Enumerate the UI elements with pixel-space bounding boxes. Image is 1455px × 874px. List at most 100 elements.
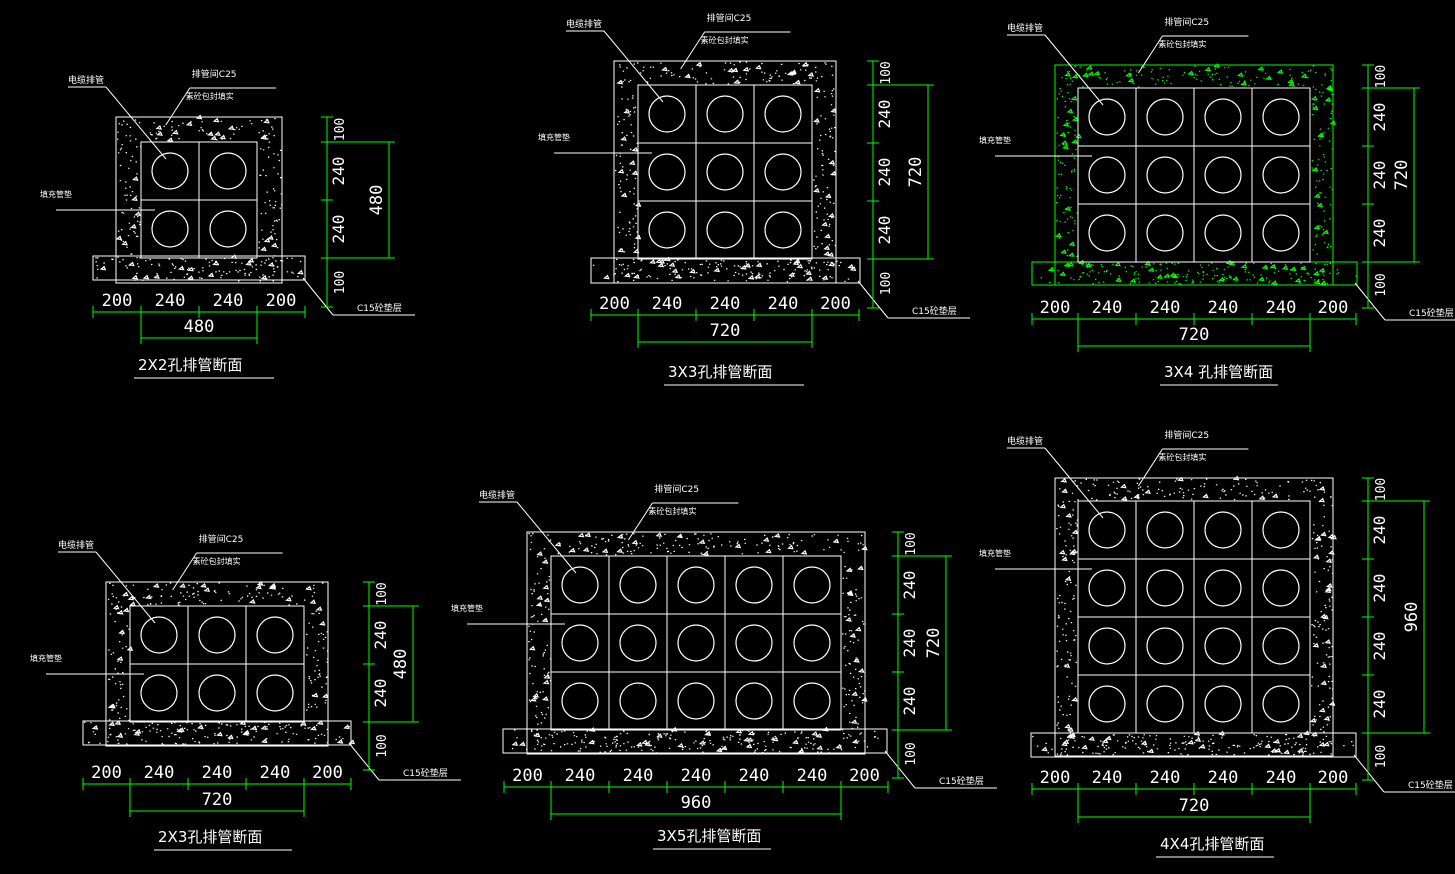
label-filler: 填充管垫 — [40, 189, 72, 199]
leader-envelope — [627, 502, 653, 541]
dim-label-bottom: 240 — [1208, 298, 1239, 318]
section-title: 2X3孔排管断面 — [158, 828, 262, 846]
pipe-hole — [677, 566, 715, 604]
pipe-hole — [1262, 98, 1300, 136]
dim-label-side: 100 — [333, 271, 348, 294]
dim-label-side: 100 — [375, 734, 390, 757]
base-slab — [92, 255, 306, 281]
pipe-hole — [1262, 685, 1300, 723]
label-base: C15砼垫层 — [1408, 779, 1453, 791]
pipe-hole — [1146, 569, 1184, 607]
pipe-hole — [648, 211, 686, 249]
dim-label-side: 240 — [1370, 574, 1389, 603]
pipe-hole — [198, 616, 236, 654]
label-envelope-note: 素砼包封填实 — [1158, 39, 1206, 49]
pipe-hole — [1204, 214, 1242, 252]
concrete-envelope — [105, 581, 329, 747]
dim-label-bottom: 240 — [1150, 768, 1181, 788]
envelope-hatch-bottom — [1057, 259, 1331, 285]
dim-label-total: 480 — [184, 317, 215, 337]
dim-label-side: 240 — [1370, 632, 1389, 661]
dim-label-side: 240 — [900, 571, 919, 600]
pipe-hole — [256, 616, 294, 654]
dim-label-side-total: 720 — [924, 628, 944, 659]
pipe-hole — [561, 624, 599, 662]
label-base: C15砼垫层 — [939, 775, 984, 787]
leader-base — [302, 277, 334, 316]
dim-label-side: 240 — [1370, 161, 1389, 190]
base-hatch — [1032, 730, 1354, 757]
dim-label-side: 240 — [1370, 219, 1389, 248]
dim-label-bottom: 240 — [213, 291, 244, 311]
concrete-envelope — [1054, 477, 1334, 757]
dim-label-side-total: 960 — [1402, 602, 1422, 633]
leader-base — [1353, 754, 1385, 793]
pipe-hole — [1146, 511, 1184, 549]
section-title: 4X4孔排管断面 — [1160, 835, 1264, 853]
pipe-hole — [1262, 214, 1300, 252]
envelope-hatch-top — [1061, 63, 1333, 88]
section-title: 3X5孔排管断面 — [657, 827, 761, 845]
pipe-grid — [637, 84, 813, 260]
pipe-hole — [1088, 98, 1126, 136]
label-envelope-concrete: 排管间C25 — [707, 12, 752, 24]
pipe-hole — [793, 682, 831, 720]
pipe-hole — [764, 211, 802, 249]
pipe-hole — [1204, 685, 1242, 723]
dim-label-bottom: 240 — [768, 294, 799, 314]
dim-label-side: 240 — [329, 157, 348, 186]
dim-label-side: 240 — [900, 687, 919, 716]
envelope-hatch-right — [306, 606, 329, 722]
leader-cable-pipe — [1044, 34, 1104, 106]
pipe-hole — [677, 624, 715, 662]
pipe-hole — [561, 682, 599, 720]
dim-label-side: 100 — [879, 272, 894, 295]
pipe-hole — [793, 624, 831, 662]
pipe-hole — [1146, 685, 1184, 723]
envelope-hatch-right — [842, 565, 868, 731]
label-cable-pipe: 电缆排管 — [1007, 22, 1043, 34]
label-cable-pipe: 电缆排管 — [566, 18, 602, 30]
pipe-hole — [1088, 214, 1126, 252]
label-filler: 填充管垫 — [979, 135, 1011, 145]
dim-label-side: 240 — [875, 158, 894, 187]
section-title: 3X4 孔排管断面 — [1164, 363, 1273, 381]
dim-label-bottom: 240 — [1092, 298, 1123, 318]
label-filler: 填充管垫 — [979, 548, 1011, 558]
leader-cable-pipe — [603, 30, 664, 103]
dim-label-side: 100 — [1374, 745, 1389, 768]
pipe-hole — [619, 624, 657, 662]
dim-label-side: 240 — [1370, 690, 1389, 719]
leader-base — [348, 742, 380, 781]
leader-cable-pipe — [95, 551, 156, 624]
pipe-hole — [151, 152, 189, 190]
label-base: C15砼垫层 — [1409, 307, 1454, 319]
pipe-hole — [764, 95, 802, 133]
leader-base — [884, 750, 916, 789]
dim-label-bottom: 240 — [144, 763, 175, 783]
envelope-hatch-left — [107, 604, 134, 722]
leader-envelope — [1137, 35, 1163, 74]
pipe-hole — [677, 682, 715, 720]
pipe-hole — [209, 152, 247, 190]
pipe-hole — [1204, 627, 1242, 665]
pipe-hole — [1262, 511, 1300, 549]
leader-cable-pipe — [516, 501, 577, 574]
dim-label-bottom: 240 — [1208, 768, 1239, 788]
base-hatch — [511, 726, 879, 753]
label-filler: 填充管垫 — [30, 653, 62, 663]
base-slab — [1030, 732, 1357, 758]
dim-label-side: 240 — [1370, 516, 1389, 545]
label-cable-pipe: 电缆排管 — [58, 539, 94, 551]
dim-label-bottom: 200 — [266, 291, 297, 311]
envelope-hatch-bottom — [128, 257, 282, 282]
dim-label-side: 100 — [1374, 65, 1389, 88]
pipe-hole — [1262, 569, 1300, 607]
pipe-hole — [140, 674, 178, 712]
dim-label-total: 720 — [1179, 796, 1210, 816]
label-envelope-concrete: 排管间C25 — [192, 68, 237, 80]
dim-label-bottom: 240 — [1266, 298, 1297, 318]
leader-envelope — [680, 31, 706, 70]
label-cable-pipe: 电缆排管 — [1007, 435, 1043, 447]
